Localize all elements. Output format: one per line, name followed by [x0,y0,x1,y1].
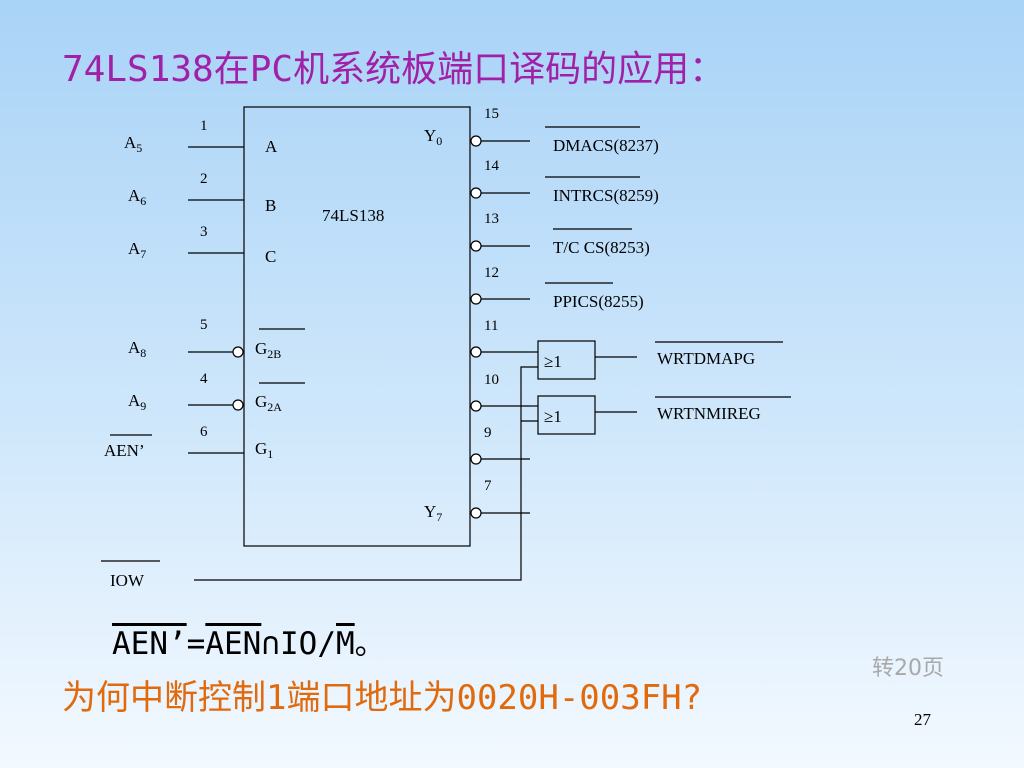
output-pin-number-2: 13 [484,211,499,227]
output-label-2: T/C CS(8253) [553,238,650,257]
output-pin-number-1: 14 [484,158,500,174]
or-gate-0 [537,340,596,380]
input-label-0: A5 [124,133,142,155]
input-label-5: AEN’ [104,441,145,460]
output-bubble-2 [470,240,482,252]
input-pin-number-3: 5 [200,317,208,333]
formula-aen-prime: AEN’ [112,626,187,662]
output-label-3: PPICS(8255) [553,292,644,311]
input-label-4: A9 [128,391,146,413]
input-pin-number-4: 4 [200,371,208,387]
or-gate-symbol-0: ≥1 [544,352,562,371]
output-label-1: INTRCS(8259) [553,186,659,205]
iow-label: IOW [110,571,145,590]
output-pin-number-6: 9 [484,425,492,441]
formula-io: IO/ [280,626,336,662]
output-bubble-5 [470,400,482,412]
enable-bubble-3 [232,346,244,358]
chip-body [243,106,471,547]
gate-output-label-0: WRTDMAPG [657,349,755,368]
input-pin-number-0: 1 [200,118,208,134]
output-pin-number-0: 15 [484,106,499,122]
page-number: 27 [914,710,931,729]
goto-page-link[interactable]: 转20页 [872,656,944,681]
question-text: 为何中断控制1端口地址为0020H-003FH? [62,678,703,718]
select-pin-c: C [265,247,276,266]
slide-title: 74LS138在PC机系统板端口译码的应用： [62,49,726,90]
gate-output-label-1: WRTNMIREG [657,404,761,423]
enable-pin-1: G2A [255,392,282,414]
input-label-2: A7 [128,239,146,261]
input-pin-number-5: 6 [200,424,208,440]
output-pin-number-3: 12 [484,265,499,281]
output-bubble-6 [470,453,482,465]
select-pin-a: A [265,137,278,156]
input-pin-number-1: 2 [200,171,208,187]
output-label-0: DMACS(8237) [553,136,659,155]
formula-m: M [336,626,355,662]
formula-intersect: ∩ [261,626,280,662]
chip-name: 74LS138 [322,206,384,225]
output-y7-label: Y7 [424,502,442,524]
output-bubble-0 [470,135,482,147]
output-bubble-1 [470,187,482,199]
input-label-1: A6 [128,186,146,208]
iow-wire [194,366,538,581]
output-pin-number-7: 7 [484,478,492,494]
enable-pin-0: G2B [255,339,281,361]
formula-equals: = [186,626,206,662]
select-pin-b: B [265,196,276,215]
or-gate-1 [537,395,596,435]
input-label-3: A8 [128,338,146,360]
aen-formula: AEN’=AEN∩IO/M。 [112,618,386,663]
enable-pin-2: G1 [255,439,273,461]
or-gate-symbol-1: ≥1 [544,407,562,426]
output-bubble-7 [470,507,482,519]
output-pin-number-4: 11 [484,318,498,334]
input-pin-number-2: 3 [200,224,208,240]
output-bubble-3 [470,293,482,305]
output-bubble-4 [470,346,482,358]
output-pin-number-5: 10 [484,372,499,388]
output-y0-label: Y0 [424,126,442,148]
formula-aen: AEN [205,626,262,662]
formula-end: 。 [354,626,386,662]
enable-bubble-4 [232,399,244,411]
